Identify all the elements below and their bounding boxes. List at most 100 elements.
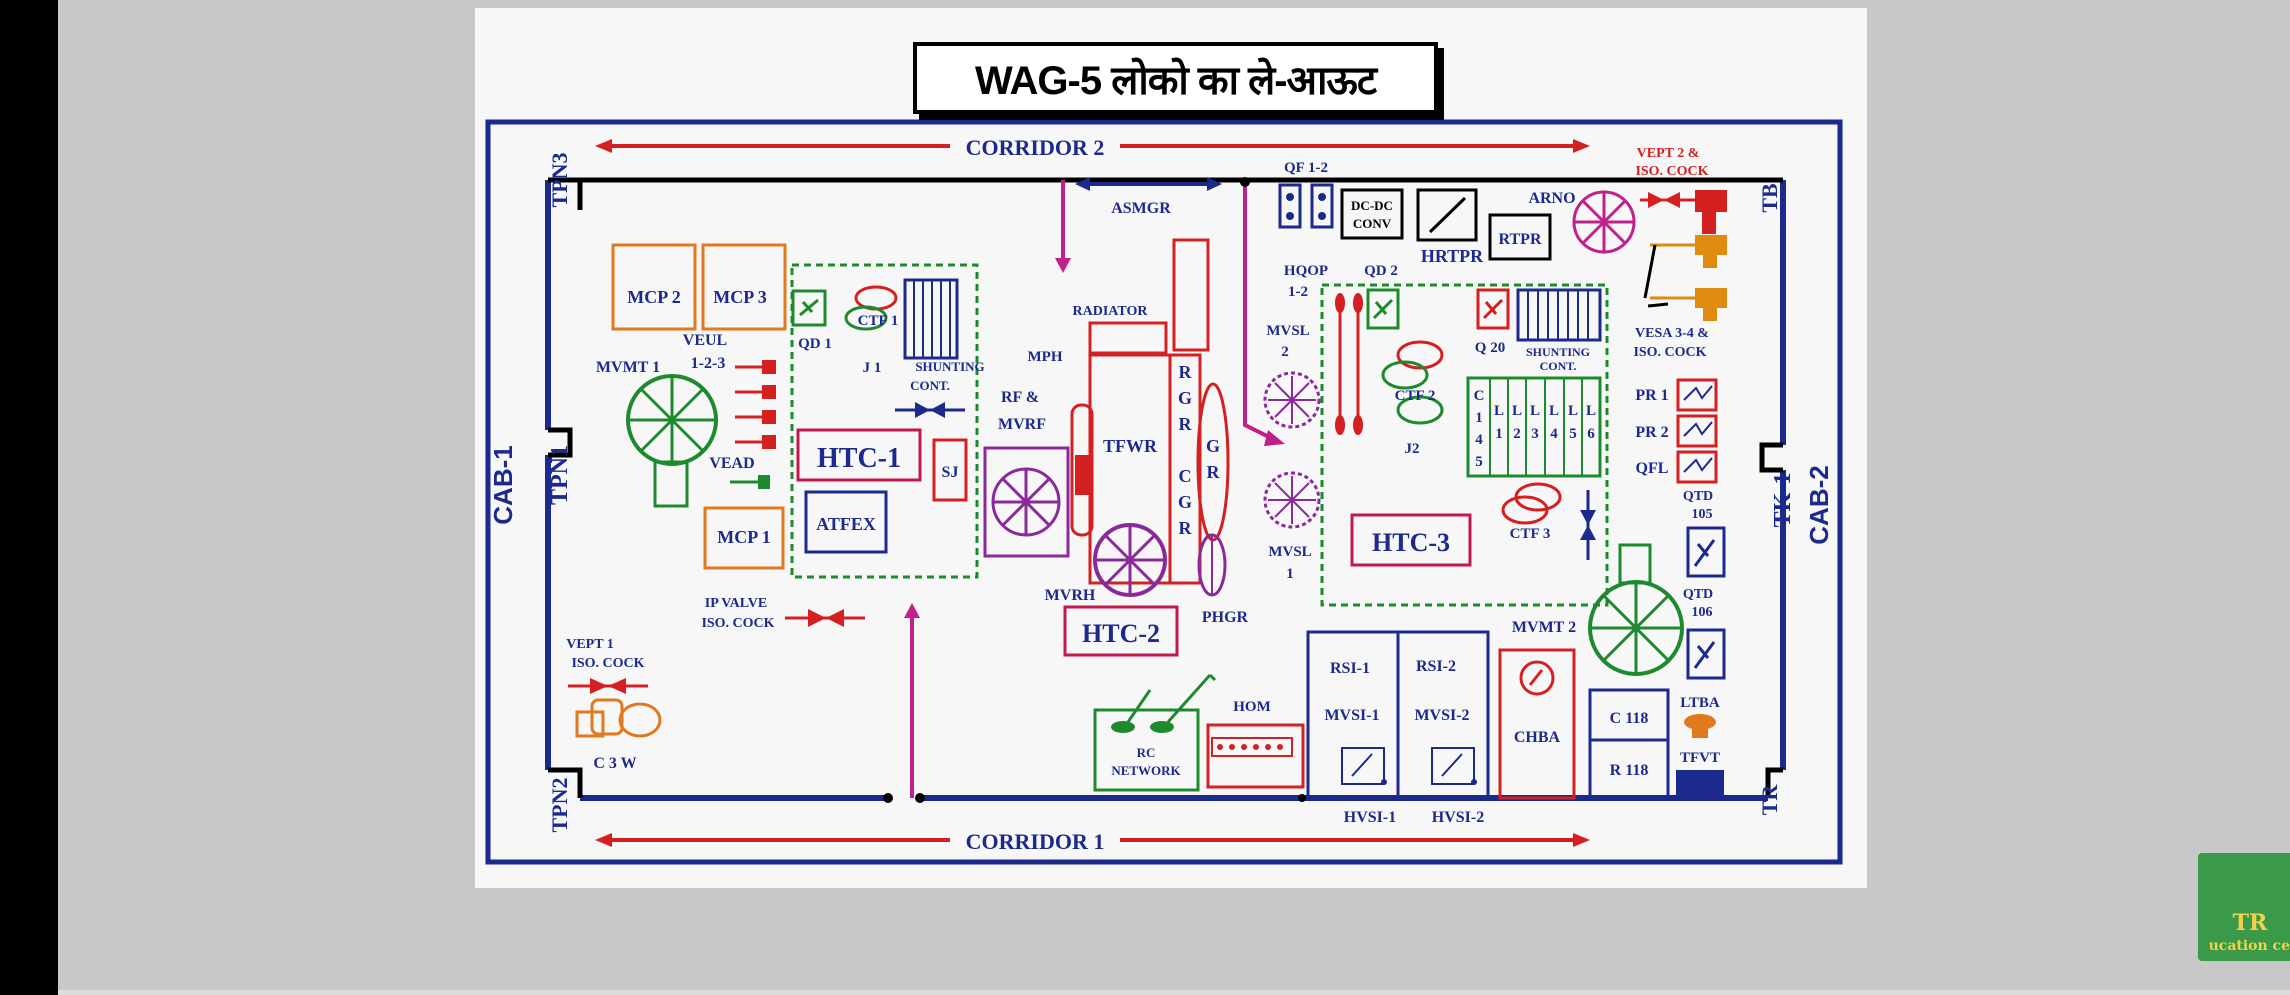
channel-logo-text: TR (2232, 910, 2268, 936)
hqop-number: 1-2 (1288, 284, 1308, 300)
pr2-label: PR 2 (1635, 424, 1668, 441)
mvrh-label: MVRH (1045, 587, 1096, 604)
svg-text:R: R (1179, 414, 1193, 434)
mcp1-box: MCP 1 (703, 506, 785, 570)
channel-logo (2198, 853, 2290, 961)
q20-label: Q 20 (1475, 340, 1505, 356)
rc-network-box: RC NETWORK (1093, 673, 1217, 792)
vept1-label: VEPT 1 (566, 637, 614, 652)
ltba-label: LTBA (1680, 695, 1720, 711)
mvmt2-label: MVMT 2 (1512, 619, 1576, 636)
tb-label: TB (1757, 183, 1782, 213)
corridor2-label: CORRIDOR 2 (966, 135, 1105, 160)
svg-text:CHBA: CHBA (1514, 729, 1561, 746)
qd2-relay-icon (1366, 288, 1400, 330)
shunting2-label-bottom: CONT. (1540, 359, 1577, 373)
channel-logo-subtext: ucation ce (2208, 938, 2290, 954)
mcp3-box: MCP 3 (701, 243, 787, 331)
qtd106-number: 106 (1692, 605, 1713, 620)
rf-label: RF & (1001, 389, 1039, 406)
door-marks (548, 427, 1783, 473)
magenta-arrow-down (1055, 180, 1071, 273)
svg-text:5: 5 (1475, 454, 1483, 470)
ctf3-icon (1501, 482, 1562, 525)
svg-text:4: 4 (1550, 426, 1558, 442)
corridor-dot-mid (1240, 177, 1250, 187)
qd2-label: QD 2 (1364, 263, 1398, 279)
tfvt-label: TFVT (1680, 750, 1720, 766)
shunting1-label-top: SHUNTING (915, 359, 984, 374)
vead-label: VEAD (709, 455, 754, 472)
ctf2-icon (1381, 340, 1444, 425)
htc3-box: HTC-3 (1350, 513, 1472, 567)
j2-label: J2 (1405, 441, 1420, 457)
pr1-label: PR 1 (1635, 387, 1668, 404)
rtpr-box: RTPR (1488, 213, 1552, 261)
hqop-label: HQOP (1284, 263, 1328, 279)
rsi1-label: RSI-1 (1330, 660, 1370, 677)
shunting1-label-bottom: CONT. (910, 378, 950, 393)
svg-text:1: 1 (1495, 426, 1503, 442)
magenta-arrow-diag (1243, 180, 1285, 446)
outer-frame (485, 119, 1843, 865)
phgr-label: PHGR (1202, 609, 1249, 626)
hvsi1-switch-icon (1341, 747, 1387, 785)
line-contactor-grid: C 1 4 5 L 1 L 2 L 3 L 4 L 5 L 6 (1466, 376, 1602, 478)
mph-label: MPH (1028, 349, 1063, 365)
corridor1-arrow (595, 833, 1590, 847)
mvsl1-fan-icon (1263, 471, 1321, 529)
svg-text:L: L (1494, 403, 1504, 419)
qfl-label: QFL (1636, 460, 1669, 477)
cab2-label: CAB-2 (1804, 465, 1834, 544)
mvmt2-fan-icon (1588, 543, 1684, 676)
rgr-cgr-column: R G R C G R (1168, 353, 1202, 585)
cab1-label: CAB-1 (488, 445, 518, 524)
mvsl2-label: MVSL (1266, 323, 1309, 339)
svg-text:6: 6 (1587, 426, 1595, 442)
mvrf-label: MVRF (998, 416, 1046, 433)
c3w-label: C 3 W (593, 755, 636, 772)
c118-r118-panel: C 118 R 118 (1588, 688, 1670, 800)
svg-text:L: L (1530, 403, 1540, 419)
vept2-cock-label: ISO. COCK (1635, 164, 1708, 179)
svg-text:1: 1 (1475, 410, 1483, 426)
mvsl1-number: 1 (1286, 566, 1294, 582)
svg-text:HTC-2: HTC-2 (1082, 619, 1160, 648)
svg-text:L: L (1568, 403, 1578, 419)
magenta-arrow-up (904, 603, 920, 798)
vept2-valve-icon (1640, 190, 1727, 234)
ip-valve-cock-label: ISO. COCK (701, 616, 774, 631)
radiator-box (1088, 321, 1168, 355)
svg-text:SJ: SJ (942, 464, 959, 481)
mvsl2-fan-icon (1263, 371, 1321, 429)
qtd106-relay-icon (1686, 628, 1726, 680)
mvrh-fan-icon (1093, 523, 1167, 597)
corridor-dot-left (883, 793, 893, 803)
vept1-cock-label: ISO. COCK (571, 656, 644, 671)
svg-text:NETWORK: NETWORK (1111, 763, 1181, 778)
ltba-icon (1684, 714, 1716, 738)
hrtpr-label: HRTPR (1421, 246, 1484, 266)
mvsl1-label: MVSL (1268, 544, 1311, 560)
cab1-corners (548, 177, 583, 798)
chba-box: CHBA (1498, 648, 1576, 800)
hqop-rods-icon (1335, 293, 1363, 435)
vesa-label: VESA 3-4 & (1635, 326, 1709, 341)
mph-device (1070, 403, 1094, 537)
svg-text:L: L (1586, 403, 1596, 419)
ip-valve-label: IP VALVE (705, 596, 767, 611)
svg-text:G: G (1178, 388, 1192, 408)
svg-text:R: R (1207, 462, 1221, 482)
svg-text:HTC-3: HTC-3 (1372, 528, 1450, 557)
hvsi1-label: HVSI-1 (1344, 809, 1396, 826)
qd1-relay-icon (791, 289, 827, 327)
gr-ellipse: G R (1196, 382, 1230, 542)
arno-icon (1572, 190, 1636, 254)
svg-text:4: 4 (1475, 432, 1483, 448)
vead-valve-icon (730, 475, 770, 489)
svg-text:G: G (1178, 492, 1192, 512)
radiator-label: RADIATOR (1073, 304, 1149, 319)
ctf1-icon (844, 285, 898, 331)
shunting2-grid-icon (1516, 288, 1602, 342)
svg-text:2: 2 (1513, 426, 1521, 442)
